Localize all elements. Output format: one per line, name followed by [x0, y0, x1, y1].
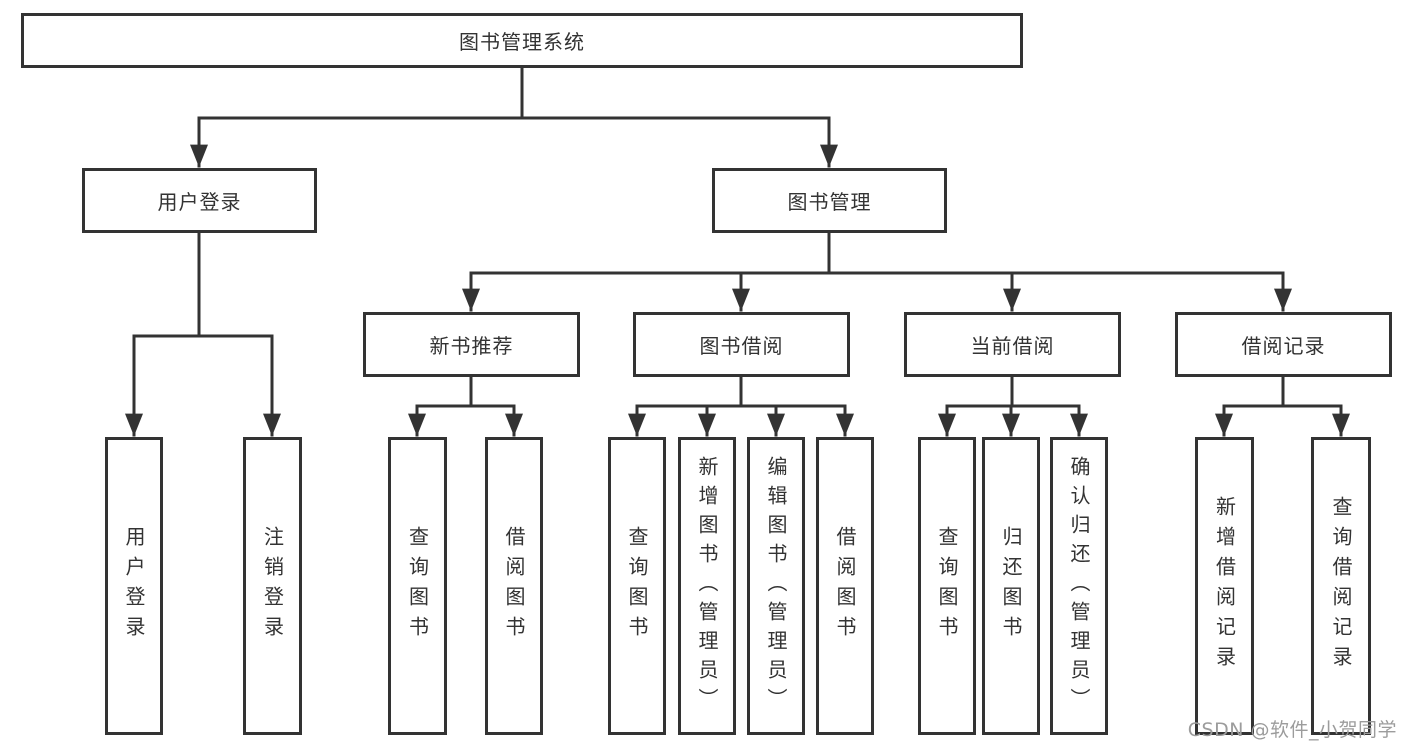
- node-root: 图书管理系统: [21, 13, 1023, 68]
- leaf-logout-label: 注销登录: [260, 526, 285, 646]
- leaf-add-borrow-record-label: 新增借阅记录: [1212, 496, 1237, 676]
- node-current-borrow: 当前借阅: [904, 312, 1121, 377]
- leaf-query-borrow-record: 查询借阅记录: [1311, 437, 1371, 735]
- node-root-label: 图书管理系统: [459, 30, 585, 54]
- node-book-borrow: 图书借阅: [633, 312, 850, 377]
- leaf-logout: 注销登录: [243, 437, 302, 735]
- leaf-confirm-return-admin: 确认归还（管理员）: [1050, 437, 1108, 735]
- node-new-book-rec-label: 新书推荐: [429, 334, 514, 358]
- leaf-rec-query-books-label: 查询图书: [405, 526, 430, 646]
- leaf-current-query-books: 查询图书: [918, 437, 976, 735]
- node-borrow-records-label: 借阅记录: [1241, 334, 1326, 358]
- leaf-return-books-label: 归还图书: [999, 526, 1023, 646]
- node-current-borrow-label: 当前借阅: [970, 334, 1055, 358]
- leaf-borrow-books: 借阅图书: [816, 437, 874, 735]
- leaf-query-borrow-record-label: 查询借阅记录: [1329, 496, 1353, 676]
- leaf-edit-book-admin-label: 编辑图书（管理员）: [764, 455, 788, 717]
- leaf-return-books: 归还图书: [982, 437, 1040, 735]
- leaf-borrow-books-label: 借阅图书: [833, 526, 857, 646]
- node-borrow-records: 借阅记录: [1175, 312, 1392, 377]
- leaf-user-login: 用户登录: [105, 437, 163, 735]
- node-user-login: 用户登录: [82, 168, 317, 233]
- leaf-edit-book-admin: 编辑图书（管理员）: [747, 437, 805, 735]
- leaf-rec-borrow-books: 借阅图书: [485, 437, 543, 735]
- node-new-book-rec: 新书推荐: [363, 312, 580, 377]
- node-book-mgmt: 图书管理: [712, 168, 947, 233]
- leaf-current-query-books-label: 查询图书: [935, 526, 959, 646]
- leaf-borrow-query-books-label: 查询图书: [625, 526, 649, 646]
- leaf-borrow-query-books: 查询图书: [608, 437, 666, 735]
- leaf-add-book-admin: 新增图书（管理员）: [678, 437, 736, 735]
- node-user-login-label: 用户登录: [157, 190, 242, 214]
- leaf-rec-query-books: 查询图书: [388, 437, 447, 735]
- leaf-add-borrow-record: 新增借阅记录: [1195, 437, 1254, 735]
- leaf-user-login-label: 用户登录: [122, 526, 146, 646]
- leaf-rec-borrow-books-label: 借阅图书: [502, 526, 526, 646]
- csdn-watermark: CSDN @软件_小贺同学: [1187, 719, 1397, 741]
- node-book-mgmt-label: 图书管理: [787, 190, 872, 214]
- node-book-borrow-label: 图书借阅: [699, 334, 784, 358]
- leaf-add-book-admin-label: 新增图书（管理员）: [695, 455, 719, 717]
- edge-trunks: [132, 66, 1343, 408]
- leaf-confirm-return-admin-label: 确认归还（管理员）: [1067, 455, 1091, 717]
